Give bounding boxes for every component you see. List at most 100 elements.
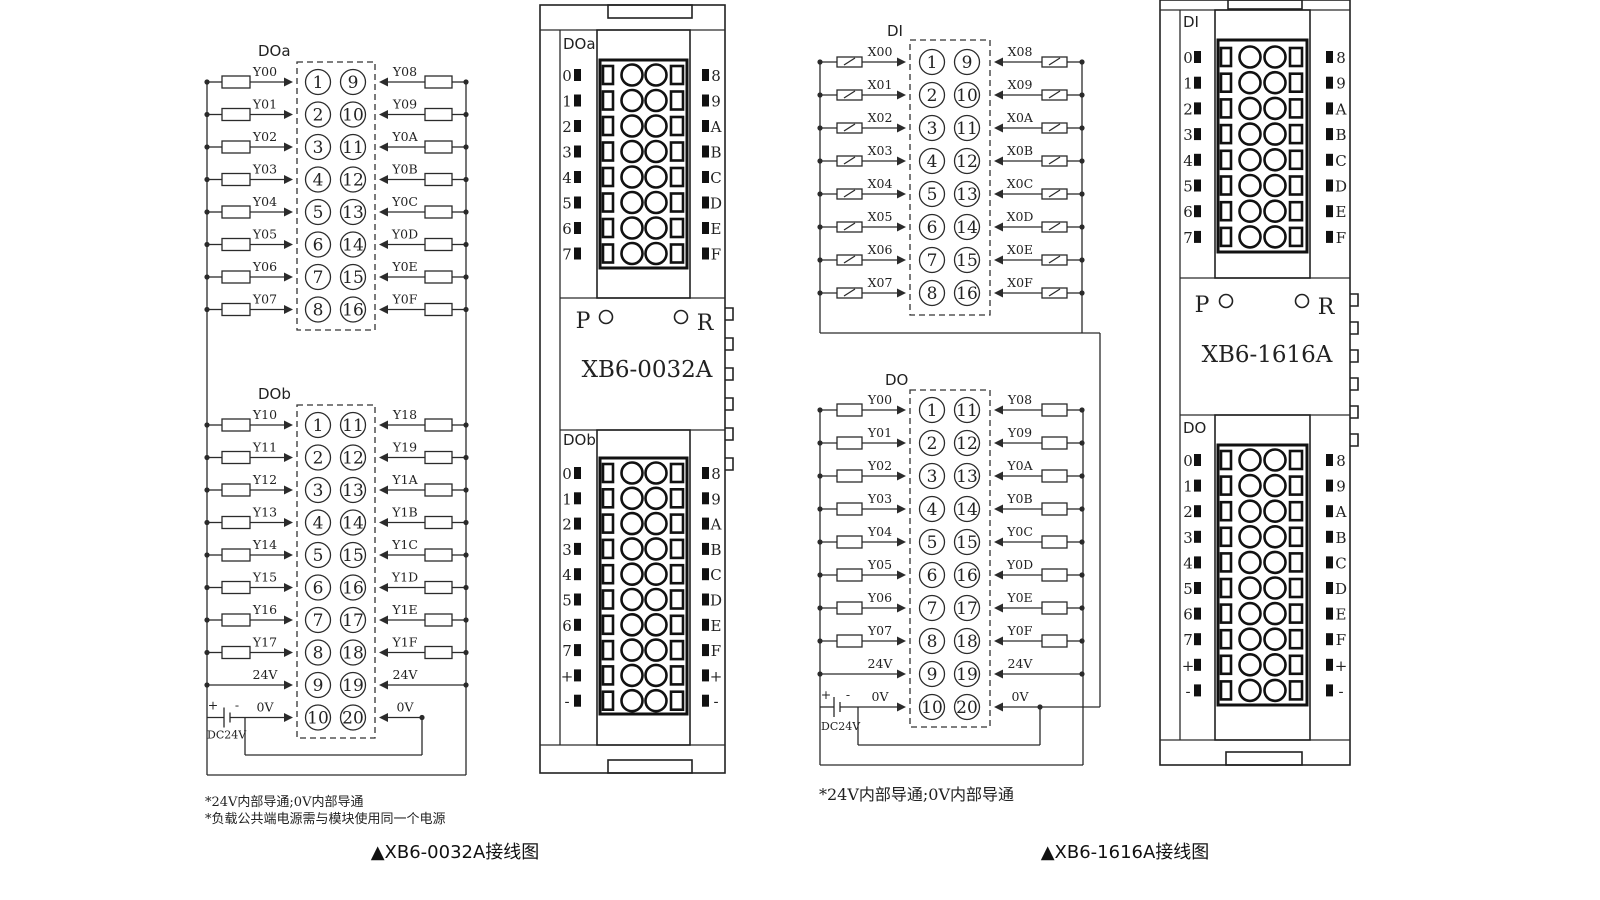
terminal-number: 16 [956, 566, 978, 586]
channel-led [574, 120, 581, 132]
arrow-head [284, 680, 293, 690]
spring-release [601, 462, 615, 484]
channel-led [702, 171, 709, 183]
wire-entry-hole [1238, 550, 1262, 575]
wire-entry-hole [1238, 601, 1262, 626]
terminal-number: 10 [956, 86, 978, 106]
channel-label: + [1182, 657, 1195, 675]
resistor-symbol [221, 107, 251, 122]
power-led-icon [1218, 293, 1234, 309]
signal-label: Y0D [391, 227, 418, 242]
resistor-symbol [424, 172, 453, 187]
channel-led [1194, 530, 1201, 543]
channel-led [702, 94, 709, 107]
switch-symbol [836, 56, 863, 68]
switch-contact [1048, 123, 1061, 132]
arrow-head [994, 57, 1003, 67]
signal-label: Y17 [252, 635, 277, 650]
supply-label: DC24V [821, 720, 861, 733]
wire-entry-hole [1238, 499, 1262, 524]
wire-entry-hole [1263, 199, 1287, 223]
spring-release [1219, 500, 1233, 522]
channel-label: 2 [1183, 503, 1193, 521]
terminal-circle [304, 411, 332, 439]
signal-label: Y03 [867, 491, 892, 506]
terminal-number: 8 [927, 632, 938, 652]
channel-led [574, 694, 581, 707]
wire-entry-hole [1263, 173, 1287, 198]
resistor-symbol [221, 450, 251, 465]
channel-label: + [710, 667, 723, 685]
spring-release [1288, 72, 1304, 93]
channel-led [1194, 479, 1201, 492]
arrow-head [897, 537, 906, 547]
signal-label: Y09 [1007, 425, 1032, 440]
spring-release [601, 90, 615, 111]
resistor-symbol [1041, 403, 1068, 417]
terminal-number: 14 [956, 218, 978, 238]
spring-release [669, 217, 685, 239]
channel-led [702, 517, 709, 530]
wire-entry-hole [1263, 678, 1287, 703]
terminal-circle [918, 81, 946, 109]
channel-led [1194, 179, 1201, 192]
channel-label: 2 [562, 516, 572, 534]
resistor-symbol [1041, 568, 1068, 582]
wire-entry-hole [1238, 524, 1262, 549]
spring-release [1288, 98, 1304, 119]
wire-entry-hole [1238, 148, 1262, 172]
channel-label: F [711, 246, 721, 264]
wire-entry-hole [1263, 652, 1287, 677]
channel-led [1194, 102, 1201, 115]
spring-release [1288, 603, 1304, 624]
resistor-symbol [424, 580, 453, 595]
arrow-head [897, 189, 906, 199]
signal-label: X00 [868, 44, 893, 59]
resistor-symbol [221, 483, 251, 497]
arrow-head [284, 305, 293, 314]
arrow-head [994, 603, 1003, 613]
wire-entry-hole [1263, 448, 1287, 472]
arrow-head [994, 123, 1003, 133]
din-clip-tab [1350, 433, 1359, 447]
wire-entry-hole [644, 216, 668, 240]
wire-entry-hole [644, 663, 668, 688]
terminal-circle [339, 263, 367, 291]
resistor-symbol [1041, 469, 1068, 483]
channel-label: 6 [562, 220, 572, 238]
switch-contact [1048, 90, 1061, 99]
channel-label: 5 [1183, 178, 1193, 196]
arrow-head [897, 405, 906, 415]
module-top-latch [1227, 0, 1303, 10]
wire-entry-hole [620, 190, 644, 215]
wiring-note: *24V内部导通;0V内部导通 [819, 785, 1014, 804]
terminal-circle [953, 114, 981, 142]
terminal-circle [339, 231, 367, 258]
wire-entry-hole [644, 114, 668, 138]
signal-label: X02 [868, 110, 893, 125]
wire-entry-hole [1263, 627, 1287, 652]
signal-label: X05 [868, 209, 893, 224]
spring-release [1219, 98, 1233, 119]
terminal-block-housing [596, 29, 691, 299]
diagram-caption: ▲XB6-0032A接线图 [371, 842, 540, 863]
module-model-name: XB6-1616A [1202, 342, 1333, 368]
channel-led [574, 568, 581, 581]
wire-entry-hole [1263, 45, 1287, 69]
block-label: DOa [563, 35, 596, 53]
arrow-head [284, 583, 293, 592]
channel-label: F [711, 642, 721, 660]
terminal-number: 7 [927, 251, 938, 271]
wire-entry-hole [1263, 550, 1287, 575]
spring-release [669, 462, 685, 484]
arrow-head [994, 537, 1003, 547]
terminal-number: 4 [313, 514, 324, 534]
